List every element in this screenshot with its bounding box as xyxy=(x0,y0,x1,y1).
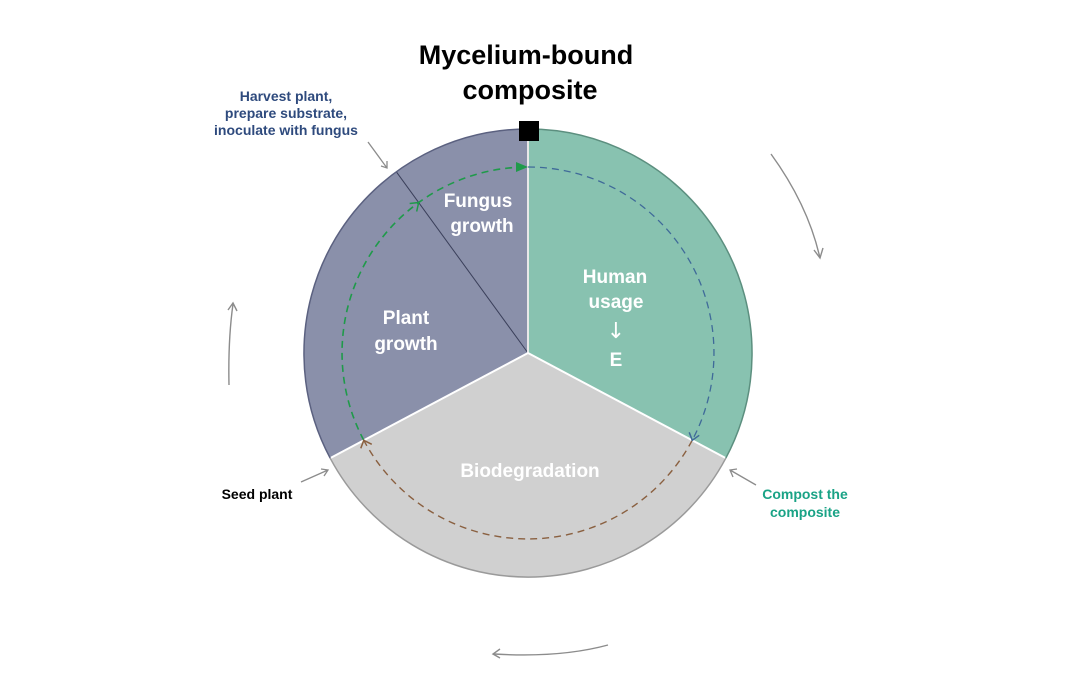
blue-dashed-arc xyxy=(527,166,715,441)
biodegradation-label: Biodegradation xyxy=(460,461,599,482)
brown-arrowhead-icon xyxy=(360,439,373,449)
harvest-annotation-line-2: prepare substrate, xyxy=(225,105,347,121)
human-label-line-2: usage xyxy=(589,292,644,313)
harvest-annotation-line-1: Harvest plant, xyxy=(240,88,333,104)
title-line-1: Mycelium-bound xyxy=(419,40,634,70)
clockwise-arrow-icon xyxy=(770,153,821,259)
human-down-arrow-icon: ↓ xyxy=(607,319,625,344)
plant-label-line-2: growth xyxy=(374,334,437,355)
compost-annotation-line-2: composite xyxy=(770,504,840,520)
fungus-label-line-2: growth xyxy=(450,216,513,237)
title-line-2: composite xyxy=(462,75,597,105)
human-label-line-1: Human xyxy=(583,267,647,288)
outer-rim-bottom xyxy=(329,457,727,578)
segment-biodegradation xyxy=(330,353,726,578)
compost-annotation-line-1: Compost the xyxy=(762,486,848,502)
segment-fungus-growth xyxy=(396,129,528,353)
clockwise-arrowhead-icon xyxy=(227,301,238,312)
green-arrowhead-icon xyxy=(516,162,528,172)
clockwise-arrow-icon xyxy=(228,303,234,386)
compost-pointer-arrow-icon xyxy=(729,468,757,486)
seed-annotation: Seed plant xyxy=(222,486,293,502)
green-arrowhead-icon xyxy=(409,201,420,212)
harvest-pointer-arrow-icon xyxy=(367,141,388,169)
outer-rim-right xyxy=(527,128,753,459)
segment-plant-growth xyxy=(303,171,528,459)
human-label-line-4: E xyxy=(610,350,623,371)
plant-label-line-1: Plant xyxy=(383,308,430,329)
brown-dashed-arc xyxy=(363,439,693,540)
outer-rim-left xyxy=(303,128,529,459)
seed-pointer-arrow-icon xyxy=(300,468,330,483)
clockwise-arrowhead-icon xyxy=(491,648,501,659)
blue-arrowhead-icon xyxy=(688,432,700,442)
segment-human-usage xyxy=(528,129,753,459)
clockwise-arrowhead-icon xyxy=(813,247,824,260)
harvest-annotation-line-3: inoculate with fungus xyxy=(214,122,358,138)
composite-marker-square xyxy=(519,121,539,141)
clockwise-arrow-icon xyxy=(493,644,609,656)
fungus-label-line-1: Fungus xyxy=(444,191,513,212)
green-dashed-arc xyxy=(341,166,529,441)
